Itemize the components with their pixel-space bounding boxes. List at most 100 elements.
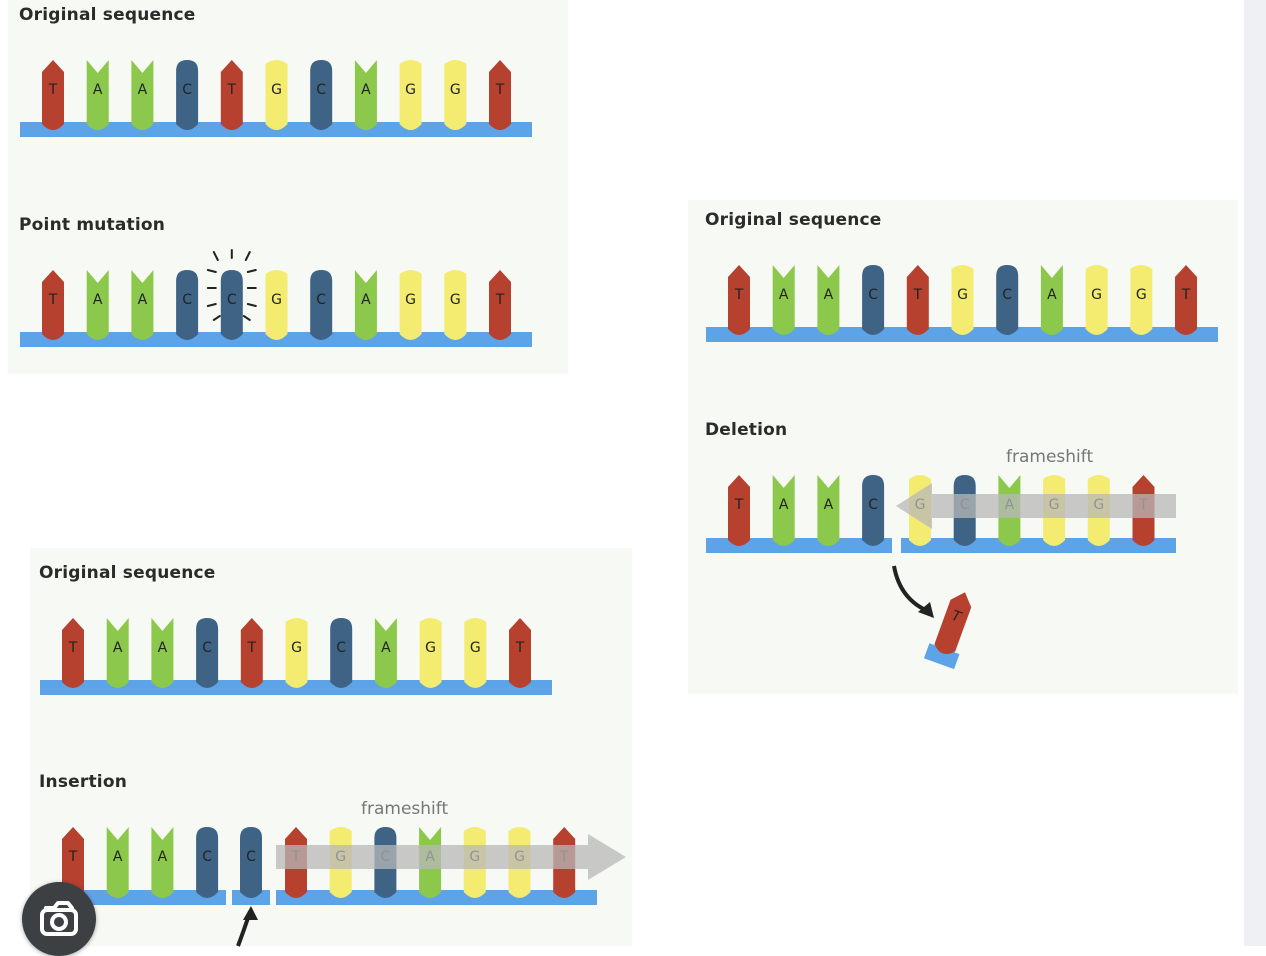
- panel1-original-title: Original sequence: [19, 5, 196, 25]
- nucleotide-letter: G: [271, 82, 282, 98]
- nucleotide-G: G: [399, 60, 422, 130]
- nucleotide-T: T: [509, 618, 531, 688]
- removal-arrow-head: [918, 602, 934, 618]
- nucleotide-letter: A: [158, 640, 168, 656]
- mutation-burst-icon: [206, 249, 257, 321]
- nucleotide-letter: C: [246, 849, 256, 865]
- nucleotide-letter: C: [202, 849, 212, 865]
- nucleotide-letter: C: [316, 82, 326, 98]
- nucleotide-letter: C: [202, 640, 212, 656]
- nucleotide-T: T: [42, 270, 64, 340]
- panel3-frameshift-label: frameshift: [361, 799, 449, 819]
- nucleotide-letter: A: [93, 82, 103, 98]
- nucleotide-A: A: [86, 270, 109, 340]
- nucleotide-letter: C: [868, 287, 878, 303]
- nucleotide-letter: A: [824, 497, 834, 513]
- nucleotide-letter: G: [1091, 287, 1102, 303]
- nucleotide-T: T: [42, 60, 64, 130]
- camera-lens-icon: [40, 901, 78, 936]
- nucleotide-letter: T: [48, 292, 58, 308]
- nucleotide-letter: G: [450, 82, 461, 98]
- nucleotide-letter: A: [381, 640, 391, 656]
- nucleotide-letter: C: [227, 292, 237, 308]
- nucleotide-G: G: [265, 60, 288, 130]
- nucleotide-letter: T: [734, 287, 744, 303]
- nucleotide-letter: T: [1181, 287, 1191, 303]
- nucleotide-C: C: [310, 60, 333, 130]
- nucleotide-A: A: [86, 60, 109, 130]
- nucleotide-A: A: [817, 265, 840, 335]
- nucleotide-C: C: [196, 618, 219, 688]
- nucleotide-letter: T: [247, 640, 257, 656]
- nucleotide-letter: G: [957, 287, 968, 303]
- nucleotide-A: A: [354, 270, 377, 340]
- nucleotide-T: T: [906, 265, 929, 335]
- nucleotide-letter: A: [824, 287, 834, 303]
- nucleotide-A: A: [106, 618, 129, 688]
- nucleotide-T: T: [489, 60, 511, 130]
- inserted-nucleotide: C: [240, 827, 262, 898]
- scrollbar-track[interactable]: [1244, 0, 1266, 946]
- nucleotide-A: A: [817, 475, 840, 546]
- nucleotide-G: G: [285, 618, 308, 688]
- nucleotide-letter: A: [93, 292, 103, 308]
- nucleotide-letter: G: [291, 640, 302, 656]
- nucleotide-T: T: [220, 60, 243, 130]
- panel1-point-mutation-title: Point mutation: [19, 215, 166, 235]
- removed-nucleotide: T: [923, 592, 972, 670]
- nucleotide-G: G: [464, 618, 487, 688]
- panel2-original-title: Original sequence: [705, 210, 882, 230]
- nucleotide-letter: A: [361, 82, 371, 98]
- backbone-left: [706, 538, 892, 553]
- insertion-arrow-head: [243, 906, 258, 920]
- nucleotide-T: T: [62, 618, 84, 688]
- nucleotide-A: A: [151, 827, 174, 898]
- nucleotide-letter: T: [48, 82, 58, 98]
- nucleotide-letter: G: [271, 292, 282, 308]
- frameshift-arrow-left: [896, 483, 1176, 529]
- nucleotide-letter: C: [868, 497, 878, 513]
- nucleotide-T: T: [728, 265, 750, 335]
- nucleotide-C: C: [330, 618, 353, 688]
- nucleotide-letter: T: [515, 640, 525, 656]
- nucleotide-A: A: [131, 270, 154, 340]
- nucleotide-G: G: [951, 265, 974, 335]
- nucleotide-letter: G: [425, 640, 436, 656]
- nucleotide-T: T: [728, 475, 750, 546]
- nucleotide-letter: T: [734, 497, 744, 513]
- nucleotide-T: T: [62, 827, 84, 898]
- nucleotide-T: T: [489, 270, 511, 340]
- nucleotide-C: C: [196, 827, 219, 898]
- nucleotide-letter: A: [138, 292, 148, 308]
- mutated-nucleotide: C: [220, 270, 243, 340]
- nucleotide-C: C: [996, 265, 1019, 335]
- nucleotide-A: A: [106, 827, 129, 898]
- nucleotide-A: A: [1040, 265, 1063, 335]
- nucleotide-letter: G: [1136, 287, 1147, 303]
- nucleotide-letter: C: [336, 640, 346, 656]
- camera-lens-button[interactable]: [22, 882, 96, 956]
- nucleotide-G: G: [444, 270, 467, 340]
- nucleotide-letter: C: [1002, 287, 1012, 303]
- nucleotide-letter: T: [495, 292, 505, 308]
- nucleotide-C: C: [176, 270, 199, 340]
- nucleotide-A: A: [131, 60, 154, 130]
- nucleotide-letter: A: [158, 849, 168, 865]
- nucleotide-letter: A: [779, 497, 789, 513]
- nucleotide-G: G: [419, 618, 442, 688]
- nucleotide-letter: G: [405, 82, 416, 98]
- nucleotide-letter: G: [470, 640, 481, 656]
- nucleotide-letter: T: [68, 640, 78, 656]
- nucleotide-G: G: [265, 270, 288, 340]
- nucleotide-T: T: [1175, 265, 1197, 335]
- nucleotide-G: G: [1130, 265, 1153, 335]
- nucleotide-G: G: [399, 270, 422, 340]
- nucleotide-letter: A: [779, 287, 789, 303]
- nucleotide-A: A: [772, 475, 795, 546]
- nucleotide-letter: A: [1047, 287, 1057, 303]
